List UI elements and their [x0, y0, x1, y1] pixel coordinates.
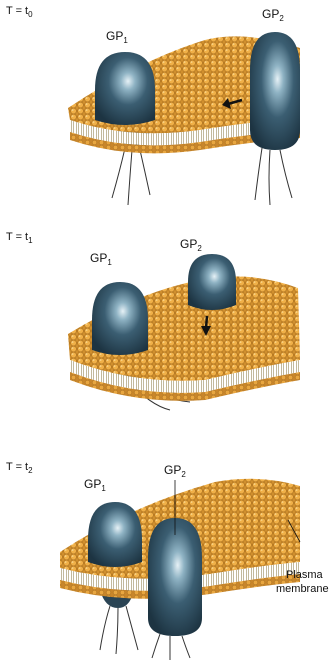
gp1-label: GP1: [106, 29, 128, 45]
gp1-label: GP1: [84, 477, 106, 493]
time-label: T = t1: [6, 231, 33, 245]
plasma-membrane-label-line2: membrane: [276, 583, 329, 595]
panel-t0: T = t0 GP1 GP2: [0, 0, 332, 220]
membrane-diagram-t2: T = t2 GP1 GP2 Plasma membrane: [0, 440, 332, 660]
protein-gp2: [188, 254, 236, 310]
time-label: T = t2: [6, 461, 33, 475]
plasma-membrane-label-line1: Plasma: [286, 569, 324, 581]
time-label: T = t0: [6, 5, 33, 19]
protein-gp1-lower: [100, 590, 138, 654]
protein-gp1: [92, 282, 148, 355]
membrane-diagram-t0: T = t0 GP1 GP2: [0, 0, 332, 220]
panel-t1: T = t1 GP1 GP2: [0, 220, 332, 440]
gp2-label: GP2: [164, 463, 186, 479]
gp2-label: GP2: [180, 237, 202, 253]
gp2-label: GP2: [262, 7, 284, 23]
gp1-label: GP1: [90, 251, 112, 267]
membrane-diagram-t1: T = t1 GP1 GP2: [0, 220, 332, 440]
protein-gp1: [95, 52, 155, 125]
protein-gp2: [250, 32, 300, 205]
panel-t2: T = t2 GP1 GP2 Plasma membrane: [0, 440, 332, 660]
protein-gp1: [88, 502, 142, 567]
